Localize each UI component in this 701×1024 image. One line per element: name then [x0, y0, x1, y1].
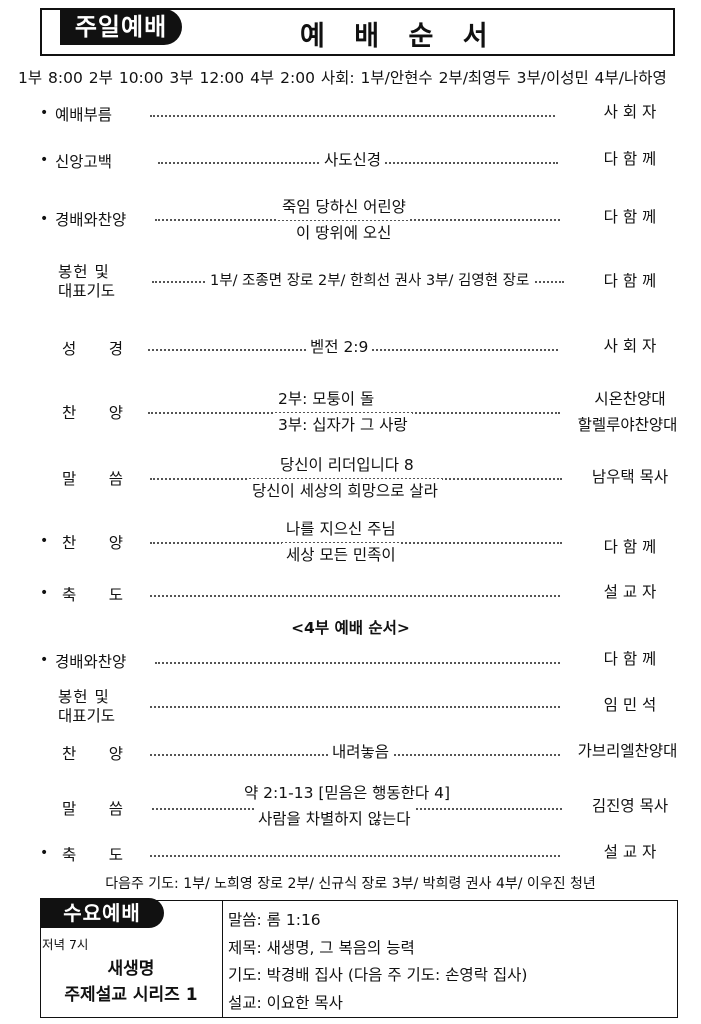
order-label: 봉헌 및 [58, 263, 110, 281]
order-label: 축 도 [62, 586, 132, 604]
bullet: • [40, 533, 49, 549]
order-leader-name: 김진영 목사 [591, 797, 669, 815]
divider [222, 900, 223, 1018]
order-leader-name: 할렐루야찬양대 [577, 416, 678, 434]
order-label: 찬 양 [62, 745, 132, 763]
order-content: 2부: 모퉁이 돌 [274, 387, 379, 412]
order-content: 세상 모든 민족이 [282, 543, 400, 568]
order-content: 사도신경 [320, 148, 386, 173]
order-label: 대표기도 [58, 707, 116, 725]
order-leader-name: 임 민 석 [603, 696, 657, 714]
order-label: 경배와찬양 [55, 653, 127, 671]
dotted-leader [150, 595, 560, 597]
order-content: 약 2:1-13 [믿음은 행동한다 4] [240, 781, 455, 806]
order-leader-name: 다 함 께 [603, 272, 657, 290]
wednesday-prayer: 기도: 박경배 집사 (다음 주 기도: 손영락 집사) [228, 966, 528, 984]
order-content: 당신이 세상의 희망으로 살라 [248, 479, 442, 504]
order-content: 이 땅위에 오신 [292, 221, 396, 246]
dotted-leader [155, 219, 560, 221]
order-label: 말 씀 [62, 800, 132, 818]
order-content: 사람을 차별하지 않는다 [254, 807, 415, 832]
order-label: 봉헌 및 [58, 688, 110, 706]
dotted-leader [155, 662, 560, 664]
bullet: • [40, 585, 49, 601]
order-content: 3부: 십자가 그 사랑 [274, 413, 412, 438]
wednesday-sermon-title: 제목: 새생명, 그 복음의 능력 [228, 938, 415, 957]
fourth-service-heading: <4부 예배 순서> [291, 619, 410, 637]
service-times-line: 1부 8:00 2부 10:00 3부 12:00 4부 2:00 사회: 1부… [18, 69, 667, 87]
wednesday-details: 말씀: 롬 1:16 제목: 새생명, 그 복음의 능력 기도: 박경배 집사 … [228, 907, 527, 1017]
wednesday-preacher: 설교: 이요한 목사 [228, 993, 343, 1012]
order-content: 벧전 2:9 [306, 335, 373, 360]
wednesday-service-box [40, 900, 678, 1018]
order-leader-name: 시온찬양대 [594, 390, 666, 408]
order-leader-name: 설 교 자 [603, 583, 657, 601]
dotted-leader [150, 706, 560, 708]
order-content: 내려놓음 [328, 740, 394, 765]
order-content: 나를 지으신 주님 [282, 517, 400, 542]
order-label: 찬 양 [62, 404, 132, 422]
bullet: • [40, 845, 49, 861]
bullet: • [40, 652, 49, 668]
order-label: 성 경 [62, 340, 132, 358]
next-week-prayer: 다음주 기도: 1부/ 노희영 장로 2부/ 신규식 장로 3부/ 박희령 권사… [105, 876, 596, 892]
order-leader-name: 다 함 께 [603, 208, 657, 226]
order-leader-name: 사 회 자 [603, 337, 657, 355]
order-leader-name: 다 함 께 [603, 538, 657, 556]
wednesday-time: 저녁 7시 [42, 937, 89, 952]
sermon-series-subtitle: 주제설교 시리즈 1 [64, 985, 198, 1005]
order-leader-name: 남우택 목사 [591, 468, 669, 486]
order-leader-name: 가브리엘찬양대 [577, 742, 678, 760]
order-label: 예배부름 [55, 106, 113, 124]
bullet: • [40, 152, 49, 168]
page-title: 예 배 순 서 [300, 21, 498, 52]
order-label: 경배와찬양 [55, 211, 127, 229]
bullet: • [40, 211, 49, 227]
order-leader-name: 설 교 자 [603, 843, 657, 861]
order-label: 찬 양 [62, 534, 132, 552]
order-leader-name: 다 함 께 [603, 650, 657, 668]
order-leader-name: 다 함 께 [603, 150, 657, 168]
order-content: 죽임 당하신 어린양 [278, 195, 410, 220]
order-label: 말 씀 [62, 470, 132, 488]
sermon-series-title: 새생명 [107, 959, 155, 979]
order-content: 1부/ 조종면 장로 2부/ 한희선 권사 3부/ 김영현 장로 [206, 269, 534, 294]
order-label: 신앙고백 [55, 153, 113, 171]
header-frame [40, 8, 675, 56]
order-label: 축 도 [62, 846, 132, 864]
wednesday-scripture: 말씀: 롬 1:16 [228, 911, 321, 929]
dotted-leader [150, 115, 555, 117]
order-leader-name: 사 회 자 [603, 103, 657, 121]
bullet: • [40, 105, 49, 121]
dotted-leader [150, 855, 560, 857]
service-tag-wednesday: 수요예배 [40, 898, 164, 928]
service-tag-sunday: 주일예배 [60, 9, 182, 45]
order-content: 당신이 리더입니다 8 [276, 453, 418, 478]
sermon-series: 새생명 주제설교 시리즈 1 [42, 956, 220, 1008]
order-label: 대표기도 [58, 282, 116, 300]
